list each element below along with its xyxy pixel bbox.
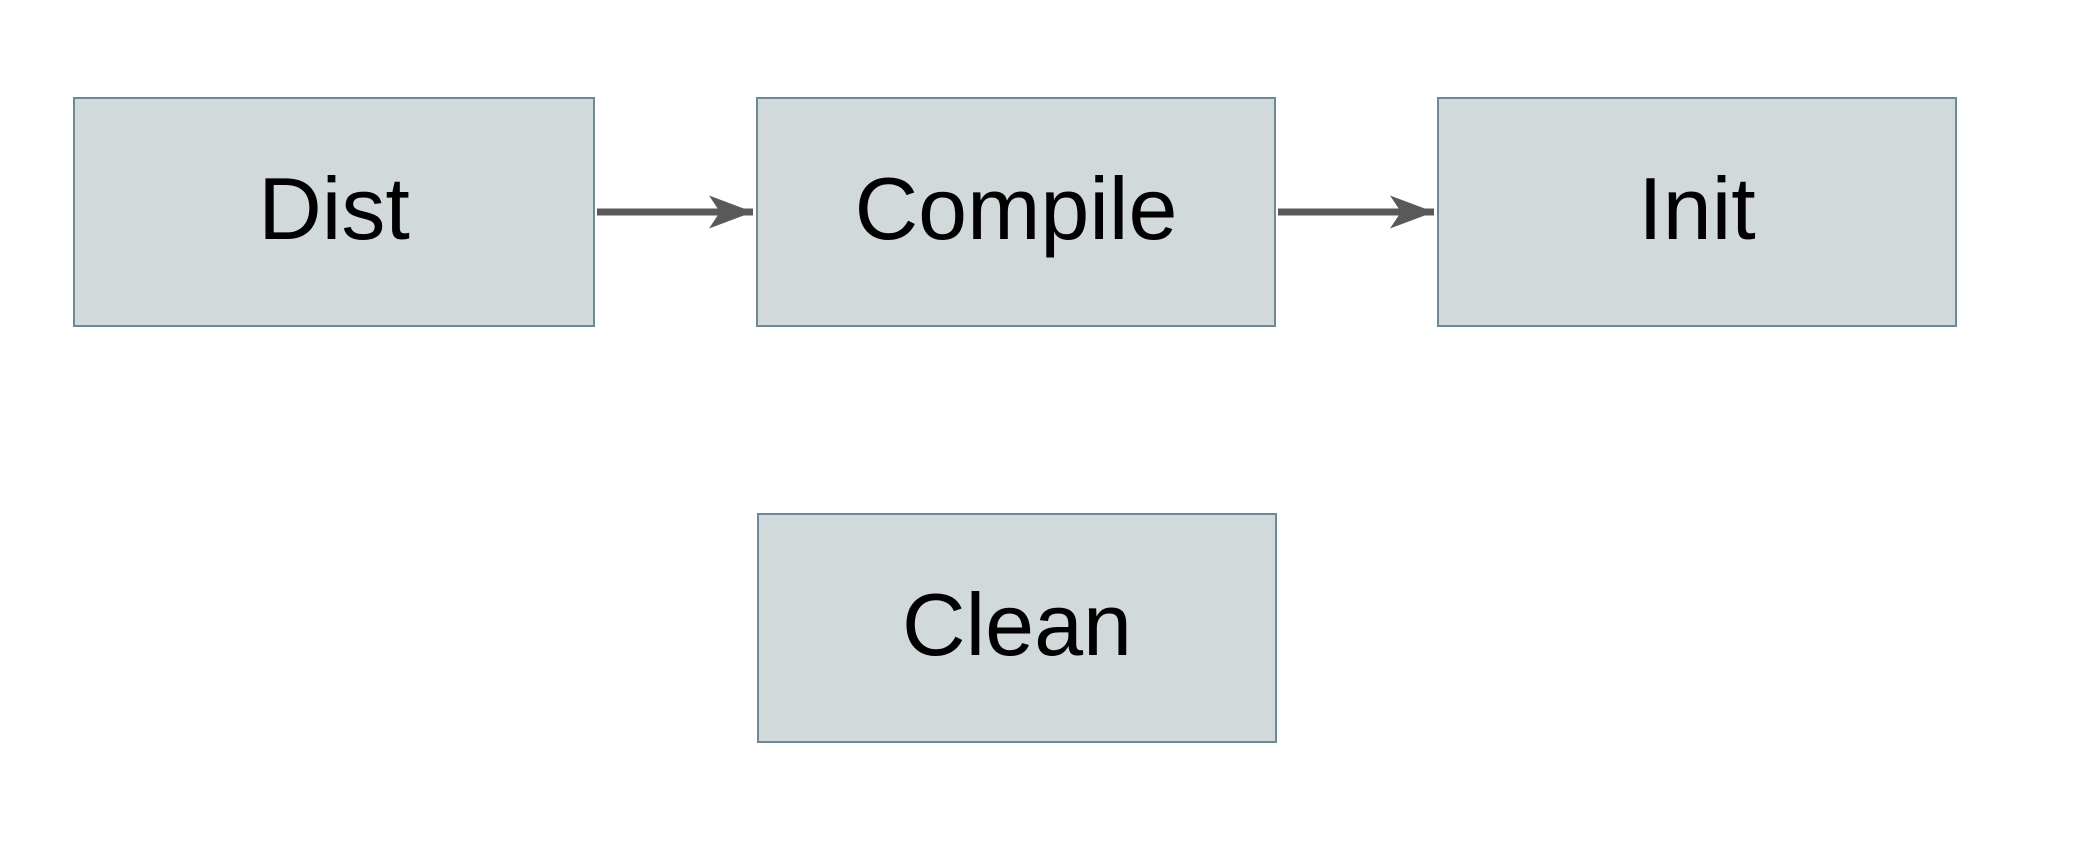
node-clean: Clean xyxy=(757,513,1277,743)
node-dist-label: Dist xyxy=(258,159,410,258)
node-init: Init xyxy=(1437,97,1957,327)
node-compile-label: Compile xyxy=(854,159,1178,258)
node-compile: Compile xyxy=(756,97,1276,327)
node-init-label: Init xyxy=(1638,159,1756,258)
node-dist: Dist xyxy=(73,97,595,327)
node-clean-label: Clean xyxy=(902,575,1132,674)
